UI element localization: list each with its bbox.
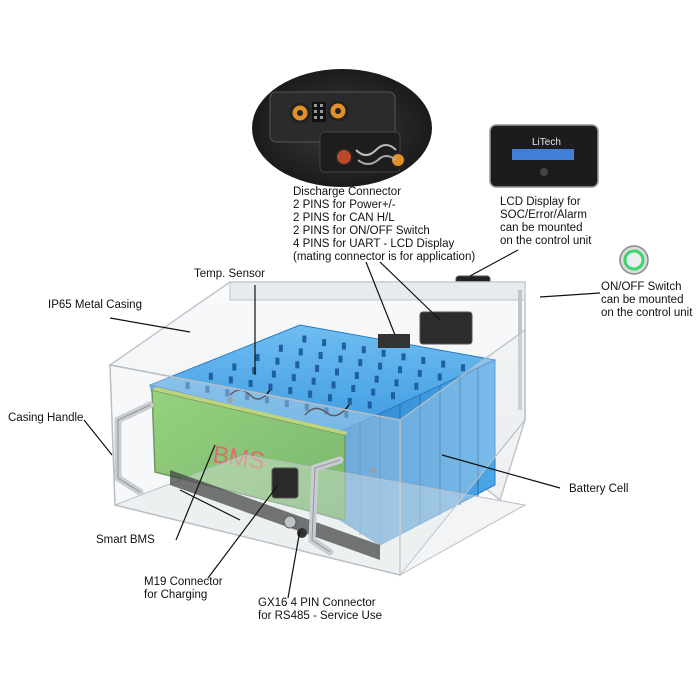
cell-terminal [185,382,190,390]
lcd-brand-text: LiTech [532,137,561,148]
m19-line-2: for Charging [144,589,208,601]
lcd-display-line-4: on the control unit [500,235,592,247]
cell-terminal [324,407,329,415]
cell-terminal [417,369,422,377]
cell-terminal [291,374,296,382]
cell-terminal [208,372,213,380]
cell-terminal [367,401,372,409]
cell-terminal [361,346,366,354]
gx16-line-1: GX16 4 PIN Connector [258,597,376,609]
discharge-connector-line-3: 2 PINS for CAN H/L [293,212,395,224]
cell-terminal [315,364,320,372]
cell-terminal [278,344,283,352]
cell-terminal [461,364,465,372]
cell-terminal [298,348,303,356]
cell-terminal [318,352,323,359]
cell-terminal [265,396,269,404]
smart-bms-label: Smart BMS [96,534,155,546]
cell-terminal [284,400,289,408]
cell-terminal [381,349,386,357]
cell-terminal [358,359,363,367]
cell-terminal [401,353,406,361]
discharge-connector-zoom [252,69,432,187]
cell-terminal [437,373,442,381]
cell-terminal [295,361,300,369]
discharge-connector-line-1: Discharge Connector [293,186,402,198]
cell-terminal [341,342,346,350]
gx16-line-2: for RS485 - Service Use [258,610,382,622]
cell-terminal [288,387,293,395]
casing-front [109,328,527,577]
discharge-connector [378,311,473,348]
cell-terminal [351,385,356,392]
discharge-connector-line-5: 4 PINS for UART - LCD Display [293,238,455,250]
m19-connector [271,467,299,499]
cell-terminal [271,370,276,378]
cell-terminal [354,372,359,380]
onoff-switch-line-1: ON/OFF Switch [601,281,682,293]
cell-terminal [378,362,383,370]
cell-terminal [255,354,260,362]
leader-lines [83,249,601,599]
gx16-connector-label: GX16 4 PIN Connector for RS485 - Service… [258,597,382,623]
cell-terminal [331,381,336,389]
casing-handle-label: Casing Handle [8,412,84,424]
cell-terminal [304,403,309,411]
cell-terminal [374,375,379,383]
casing-handle [308,456,344,556]
cell-terminal [225,389,230,397]
cell-terminal [275,357,280,365]
cell-terminal [248,380,253,387]
cell-terminal [421,357,426,364]
cell-terminal [232,363,237,371]
casing-screws [227,397,376,473]
cell-terminal [414,382,419,390]
casing-handle [114,401,154,496]
cell-terminal [335,368,339,376]
discharge-connector-line-2: 2 PINS for Power+/- [293,199,396,211]
cell-terminal [228,376,233,384]
lcd-display: LiTech [489,124,599,188]
cell-terminal [302,335,307,343]
lcd-display-line-1: LCD Display for [500,196,581,208]
discharge-connector-line-6: (mating connector is for application) [293,251,476,263]
cell-terminal [391,392,395,400]
cell-terminal [205,385,210,393]
m19-line-1: M19 Connector [144,576,223,588]
cell-terminal [371,388,376,396]
onoff-switch-line-3: on the control unit [601,307,693,319]
onoff-switch [619,245,649,275]
cell-terminal [344,410,349,418]
onoff-switch-line-2: can be mounted [601,294,684,306]
m19-connector-label: M19 Connector for Charging [144,576,223,602]
temp-sensor-label: Temp. Sensor [194,268,265,280]
cell-terminal [328,394,332,402]
cell-terminals [185,335,465,418]
cell-terminal [338,355,343,363]
cell-terminal [347,397,352,405]
temp-sensor-wire [304,404,350,417]
cell-terminal [268,383,273,391]
cell-terminal [311,377,316,385]
cell-terminal [245,392,250,400]
ip65-casing-label: IP65 Metal Casing [48,299,142,311]
lcd-display-line-3: can be mounted [500,222,583,234]
cell-terminal [252,367,257,375]
lcd-display-line-2: SOC/Error/Alarm [500,209,587,221]
cell-terminal [398,366,402,374]
cell-terminal [394,379,399,387]
battery-cell-label: Battery Cell [569,483,629,495]
temp-sensor-wire [229,389,271,400]
cell-terminal [308,390,313,398]
discharge-connector-line-4: 2 PINS for ON/OFF Switch [293,225,430,237]
cell-terminal [322,339,327,347]
cell-terminal [441,360,446,368]
